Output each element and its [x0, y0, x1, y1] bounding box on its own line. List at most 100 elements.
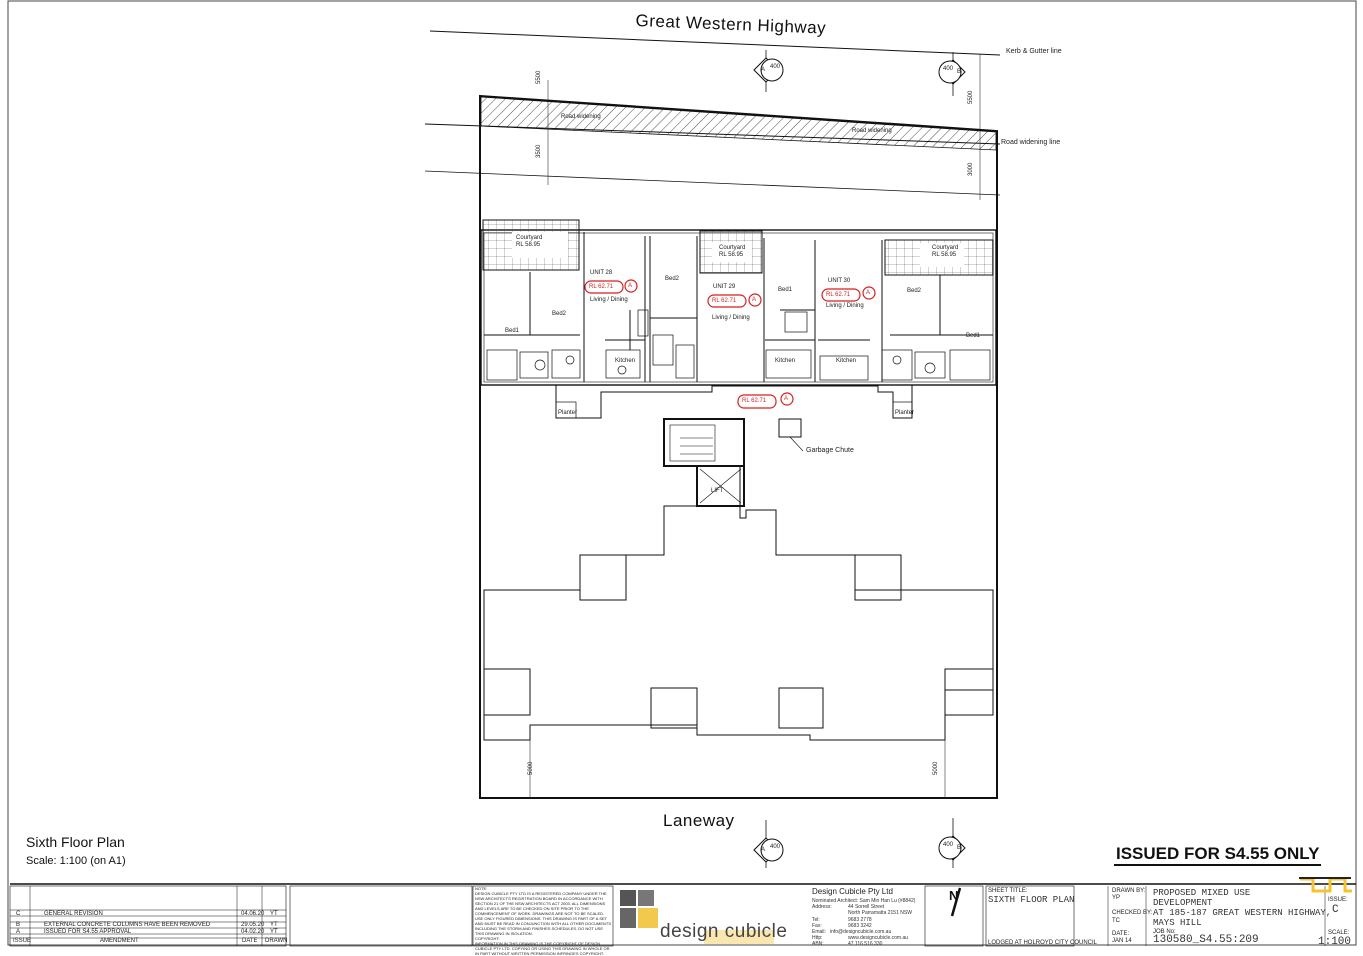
road-widening-hatch — [480, 96, 997, 151]
unit-30-bed2: Bed2 — [907, 288, 922, 294]
kerb-label: Kerb & Gutter line — [1006, 48, 1062, 55]
rl-cloud-29 — [707, 294, 747, 308]
unit-29-name: UNIT 29 — [713, 284, 736, 290]
unit-28-bed1: Bed1 — [505, 328, 520, 334]
checked-by-value: TC — [1112, 918, 1120, 924]
planter-left-label: Planter — [558, 410, 578, 416]
rev-date-a: 04.02.20 — [241, 929, 265, 935]
tel-value: 9683 2778 — [848, 917, 872, 923]
unit-29-living: Living / Dining — [712, 315, 750, 321]
north-label: N — [949, 888, 959, 903]
rev-header-issue: ISSUE — [13, 938, 32, 944]
company-logo-icon — [620, 890, 774, 944]
rev-date-c: 04.06.20 — [241, 911, 265, 917]
rl-cloud-30 — [821, 288, 861, 302]
stair-core — [663, 418, 745, 467]
lift-core — [696, 465, 745, 507]
units-block — [480, 229, 997, 386]
section-a-top-number: 400 — [770, 64, 781, 70]
site-boundary — [479, 94, 998, 799]
section-a-top-letter: A — [761, 67, 766, 73]
fax-value: 9683 3242 — [848, 923, 872, 929]
section-b-bottom-number: 400 — [943, 842, 954, 848]
unit-30-rl: RL 62.71 — [826, 292, 851, 298]
dim-5000-left: 5000 — [528, 761, 534, 775]
date-label: DATE: — [1112, 931, 1130, 937]
unit-28-bed2: Bed2 — [552, 311, 567, 317]
rev-amend-b: EXTERNAL CONCRETE COLUMNS HAVE BEEN REMO… — [44, 922, 211, 928]
road-widening-label-left: Road widening — [561, 114, 601, 120]
common-corridor — [555, 385, 913, 419]
scale-label: SCALE: — [1328, 930, 1350, 936]
section-marker-a-bottom — [753, 820, 784, 868]
copyright-heading: COPYRIGHT: — [475, 936, 500, 941]
brand-accent-icon — [1300, 877, 1352, 893]
unit-29-bed1: Bed1 — [778, 287, 793, 293]
scale-value: 1:100 — [1318, 936, 1352, 948]
unit-30-bed1: Bed1 — [966, 333, 981, 339]
note-heading: NOTE: — [475, 886, 488, 891]
date-value: JAN 14 — [1112, 938, 1132, 944]
logo-text: design cubicle — [660, 921, 788, 942]
unit-30-name: UNIT 30 — [828, 278, 851, 284]
section-b-top-letter: B — [957, 69, 962, 75]
rev-amend-c: GENERAL REVISION — [44, 911, 103, 917]
issued-stamp: ISSUED FOR S4.55 ONLY — [1114, 844, 1322, 866]
title-block-frame — [9, 883, 1356, 947]
rev-date-b: 29.05.20 — [241, 922, 265, 928]
dim-5000-right: 5000 — [933, 761, 939, 775]
section-b-top-number: 400 — [943, 66, 954, 72]
unit-29-rl: RL 62.71 — [712, 298, 737, 304]
issue-label: ISSUE: — [1328, 897, 1348, 903]
address-1: 44 Sorrell Street — [848, 904, 885, 910]
street-bottom-label: Laneway — [663, 811, 735, 830]
drawn-by-label: DRAWN BY: — [1112, 888, 1146, 894]
http-value[interactable]: www.designcubicle.com.au — [848, 935, 909, 941]
council-label: LODGED AT HOLROYD CITY COUNCIL — [988, 940, 1098, 946]
rl-cloud-corridor — [737, 394, 777, 409]
section-marker-b-top — [938, 52, 966, 96]
issue-value: C — [1332, 904, 1339, 916]
section-b-bottom-letter: B — [957, 845, 962, 851]
unit-29-bed2: Bed2 — [665, 276, 680, 282]
road-widening-label-right: Road widening — [852, 128, 892, 134]
rev-header-drawn: DRAWN — [265, 938, 288, 944]
unit-28-living: Living / Dining — [590, 297, 628, 303]
tel-label: Tel: — [812, 917, 820, 923]
address-label: Address: — [812, 904, 832, 910]
rev-amend-a: ISSUED FOR S4.55 APPROVAL — [44, 929, 132, 935]
job-number: 130580_S4.55:209 — [1153, 934, 1259, 946]
unit-30-kitchen: Kitchen — [836, 358, 857, 364]
plan-scale: Scale: 1:100 (on A1) — [26, 855, 126, 867]
checked-by-label: CHECKED BY: — [1112, 910, 1153, 916]
project-line-3: AT 185-187 GREAT WESTERN HIGHWAY, — [1153, 908, 1332, 918]
unit-28-name: UNIT 28 — [590, 270, 613, 276]
address-2: North Parramatta 2151 NSW — [848, 910, 912, 916]
plan-title: Sixth Floor Plan — [26, 834, 125, 850]
abn-value: 47 116 516 330 — [848, 941, 883, 947]
garbage-chute-label: Garbage Chute — [806, 447, 854, 454]
section-marker-a-top — [753, 50, 784, 92]
unit-30-courtyard: Courtyard — [932, 245, 959, 251]
rev-issue-c: C — [16, 911, 21, 917]
dim-5500-left: 5500 — [536, 70, 542, 84]
corridor-rl: RL 62.71 — [742, 398, 767, 404]
email-label: Email: — [812, 929, 826, 935]
rev-drawn-b: YT — [270, 922, 278, 928]
rev-issue-a: A — [16, 929, 21, 935]
rev-drawn-a: YT — [270, 929, 278, 935]
unit-29-rev: A — [752, 297, 757, 303]
unit-28-kitchen: Kitchen — [615, 358, 636, 364]
unit-29-courtyard: Courtyard — [719, 245, 746, 251]
kerb-line — [429, 30, 1001, 56]
email-value[interactable]: info@designcubicle.com.au — [830, 929, 892, 935]
copyright-text: INFORMATION IN THIS DRAWING IS THE COPYR… — [475, 941, 610, 956]
http-label: Http: — [812, 935, 823, 941]
abn-label: ABN: — [812, 941, 824, 947]
sheet-title-label: SHEET TITLE: — [988, 888, 1028, 894]
notes-block: NOTE: DESIGN CUBICLE PTY LTD IS A REGIST… — [475, 886, 611, 956]
unit-29-courtyard-rl: RL 58.95 — [719, 252, 744, 258]
planter-right-label: Planter — [895, 410, 915, 416]
drawn-by-value: YP — [1112, 895, 1121, 901]
unit-28-rev: A — [628, 283, 633, 289]
